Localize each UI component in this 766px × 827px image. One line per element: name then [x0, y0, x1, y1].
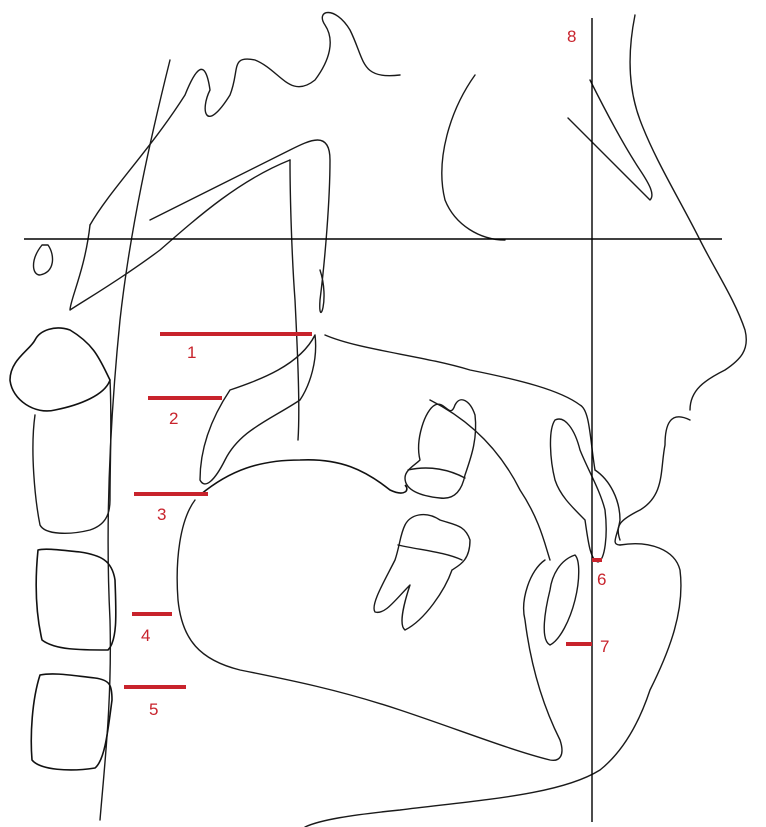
label-7: 7	[600, 637, 609, 656]
label-5: 5	[149, 700, 158, 719]
vertebra-c3	[36, 549, 116, 650]
cranial-base-outline	[90, 13, 400, 226]
lower-molar	[374, 515, 470, 630]
label-4: 4	[141, 626, 150, 645]
upper-lip	[618, 417, 690, 540]
tongue-dorsum	[200, 460, 407, 495]
upper-incisor	[550, 419, 606, 562]
chin-soft-tissue	[305, 544, 681, 827]
label-2: 2	[169, 409, 178, 428]
clivus-outline	[70, 160, 290, 310]
label-3: 3	[157, 505, 166, 524]
mandible-inner	[430, 400, 550, 560]
vertebra-c4	[31, 674, 112, 770]
frontal-outline	[442, 75, 505, 240]
lower-incisor	[544, 555, 579, 645]
lower-molar-crown	[398, 545, 462, 560]
vertebra-c2-body	[33, 380, 111, 533]
maxilla-outline	[325, 335, 595, 470]
condyle-loop	[34, 245, 53, 275]
label-8: 8	[567, 27, 576, 46]
upper-molar-crown	[408, 468, 465, 478]
pterygoid-outline	[150, 140, 330, 312]
label-1: 1	[187, 343, 196, 362]
mandible-outline	[177, 500, 562, 760]
pterygoid-plate	[290, 160, 299, 440]
lower-lip	[595, 470, 620, 545]
nose-profile	[630, 15, 746, 410]
nasal-bone	[568, 80, 652, 200]
label-6: 6	[597, 570, 606, 589]
upper-molar	[405, 400, 476, 498]
vertebra-c2	[10, 328, 110, 411]
